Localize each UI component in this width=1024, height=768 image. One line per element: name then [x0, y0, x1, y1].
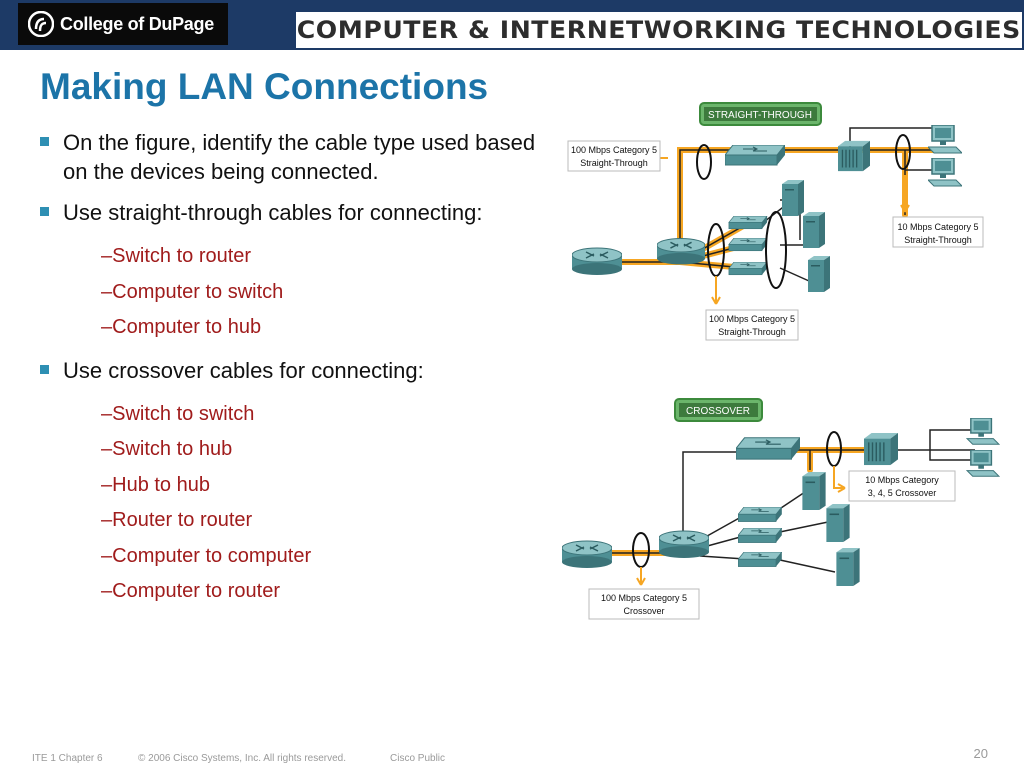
college-logo-icon — [28, 11, 54, 37]
switch-icon — [736, 437, 800, 460]
footer-chapter: ITE 1 Chapter 6 — [32, 753, 103, 764]
cable-label-box — [848, 470, 956, 502]
sub-item: –Computer to computer — [101, 544, 312, 567]
sub-item: –Switch to router — [101, 245, 252, 267]
cable-label-text: 10 Mbps Category — [865, 475, 939, 485]
cable-label-text: 10 Mbps Category 5 — [897, 222, 978, 232]
computer-icon — [966, 450, 1000, 477]
switch-icon — [725, 145, 785, 166]
cable-label-box — [588, 588, 700, 620]
crossover-diagram: CROSSOVER 10 Mbps Category 3, 4, 5 Cross… — [562, 398, 1000, 620]
computer-icon — [928, 158, 962, 187]
banner-text: COMPUTER & INTERNETWORKING TECHNOLOGIES — [296, 16, 1022, 44]
cable-label-box — [892, 216, 984, 248]
sub-list-straight: –Switch to router –Computer to switch –C… — [38, 239, 558, 346]
switch-icon — [728, 262, 768, 276]
hub-icon — [864, 432, 898, 466]
cable-label-text: 3, 4, 5 Crossover — [868, 488, 937, 498]
server-icon — [803, 212, 825, 248]
cable-label-text: 100 Mbps Category 5 — [571, 145, 657, 155]
server-icon — [802, 472, 826, 510]
cable-label-text: Crossover — [623, 606, 664, 616]
slide-title: Making LAN Connections — [40, 66, 489, 107]
bullet-marker-icon — [40, 364, 49, 374]
crossover-badge-text: CROSSOVER — [686, 406, 750, 417]
bullet-item: Use crossover cables for connecting: — [38, 356, 558, 385]
cable-label-box — [567, 140, 661, 172]
router-icon — [562, 540, 612, 569]
cable-label-text: Straight-Through — [580, 158, 648, 168]
computer-icon — [928, 125, 962, 154]
sub-list-crossover: –Switch to switch –Switch to hub –Hub to… — [38, 397, 558, 610]
sub-item: –Hub to hub — [101, 473, 210, 496]
header-bar: College of DuPage COMPUTER & INTERNETWOR… — [0, 0, 1024, 50]
straight-through-badge — [699, 102, 822, 126]
hub-icon — [838, 140, 870, 172]
footer-copyright: © 2006 Cisco Systems, Inc. All rights re… — [138, 753, 347, 764]
crossover-badge — [674, 398, 763, 422]
bullet-list: On the figure, identify the cable type u… — [38, 128, 558, 610]
server-icon — [808, 256, 830, 292]
bullet-text: On the figure, identify the cable type u… — [63, 130, 536, 184]
sub-item: –Computer to hub — [101, 316, 262, 338]
cable-label-text: 100 Mbps Category 5 — [601, 593, 687, 603]
server-icon — [836, 548, 860, 586]
computer-icon — [966, 418, 1000, 445]
cable-label-text: 100 Mbps Category 5 — [709, 314, 795, 324]
cable-label-box — [705, 309, 799, 341]
sub-item: –Switch to switch — [101, 402, 255, 425]
footer-classification: Cisco Public — [390, 753, 446, 764]
bullet-text: Use crossover cables for connecting: — [63, 357, 424, 383]
sub-item: –Switch to hub — [101, 438, 233, 460]
sub-item: –Computer to router — [101, 580, 280, 602]
cable-label-text: Straight-Through — [904, 235, 972, 245]
server-icon — [782, 180, 804, 216]
straight-through-badge-text: STRAIGHT-THROUGH — [708, 110, 812, 121]
router-icon — [657, 237, 705, 265]
page-number: 20 — [973, 746, 988, 761]
cable-label-text: Straight-Through — [718, 327, 786, 337]
logo-text: College of DuPage — [60, 13, 214, 34]
bullet-marker-icon — [40, 137, 49, 146]
router-icon — [659, 530, 709, 559]
switch-icon — [728, 238, 768, 252]
switch-icon — [738, 528, 782, 543]
sub-item: –Computer to switch — [101, 280, 284, 303]
switch-icon — [728, 216, 768, 230]
sub-item: –Router to router — [101, 509, 253, 531]
bullet-text: Use straight-through cables for connecti… — [63, 200, 483, 225]
switch-icon — [738, 507, 782, 522]
router-icon — [572, 247, 622, 275]
bullet-marker-icon — [40, 207, 49, 216]
straight-through-diagram: STRAIGHT-THROUGH 100 Mbps Category 5 Str… — [567, 102, 984, 341]
bullet-item: Use straight-through cables for connecti… — [38, 198, 558, 227]
switch-icon — [738, 552, 782, 567]
bullet-item: On the figure, identify the cable type u… — [38, 128, 558, 186]
server-icon — [826, 504, 850, 542]
program-banner: COMPUTER & INTERNETWORKING TECHNOLOGIES — [296, 12, 1022, 48]
college-logo: College of DuPage — [18, 3, 228, 45]
